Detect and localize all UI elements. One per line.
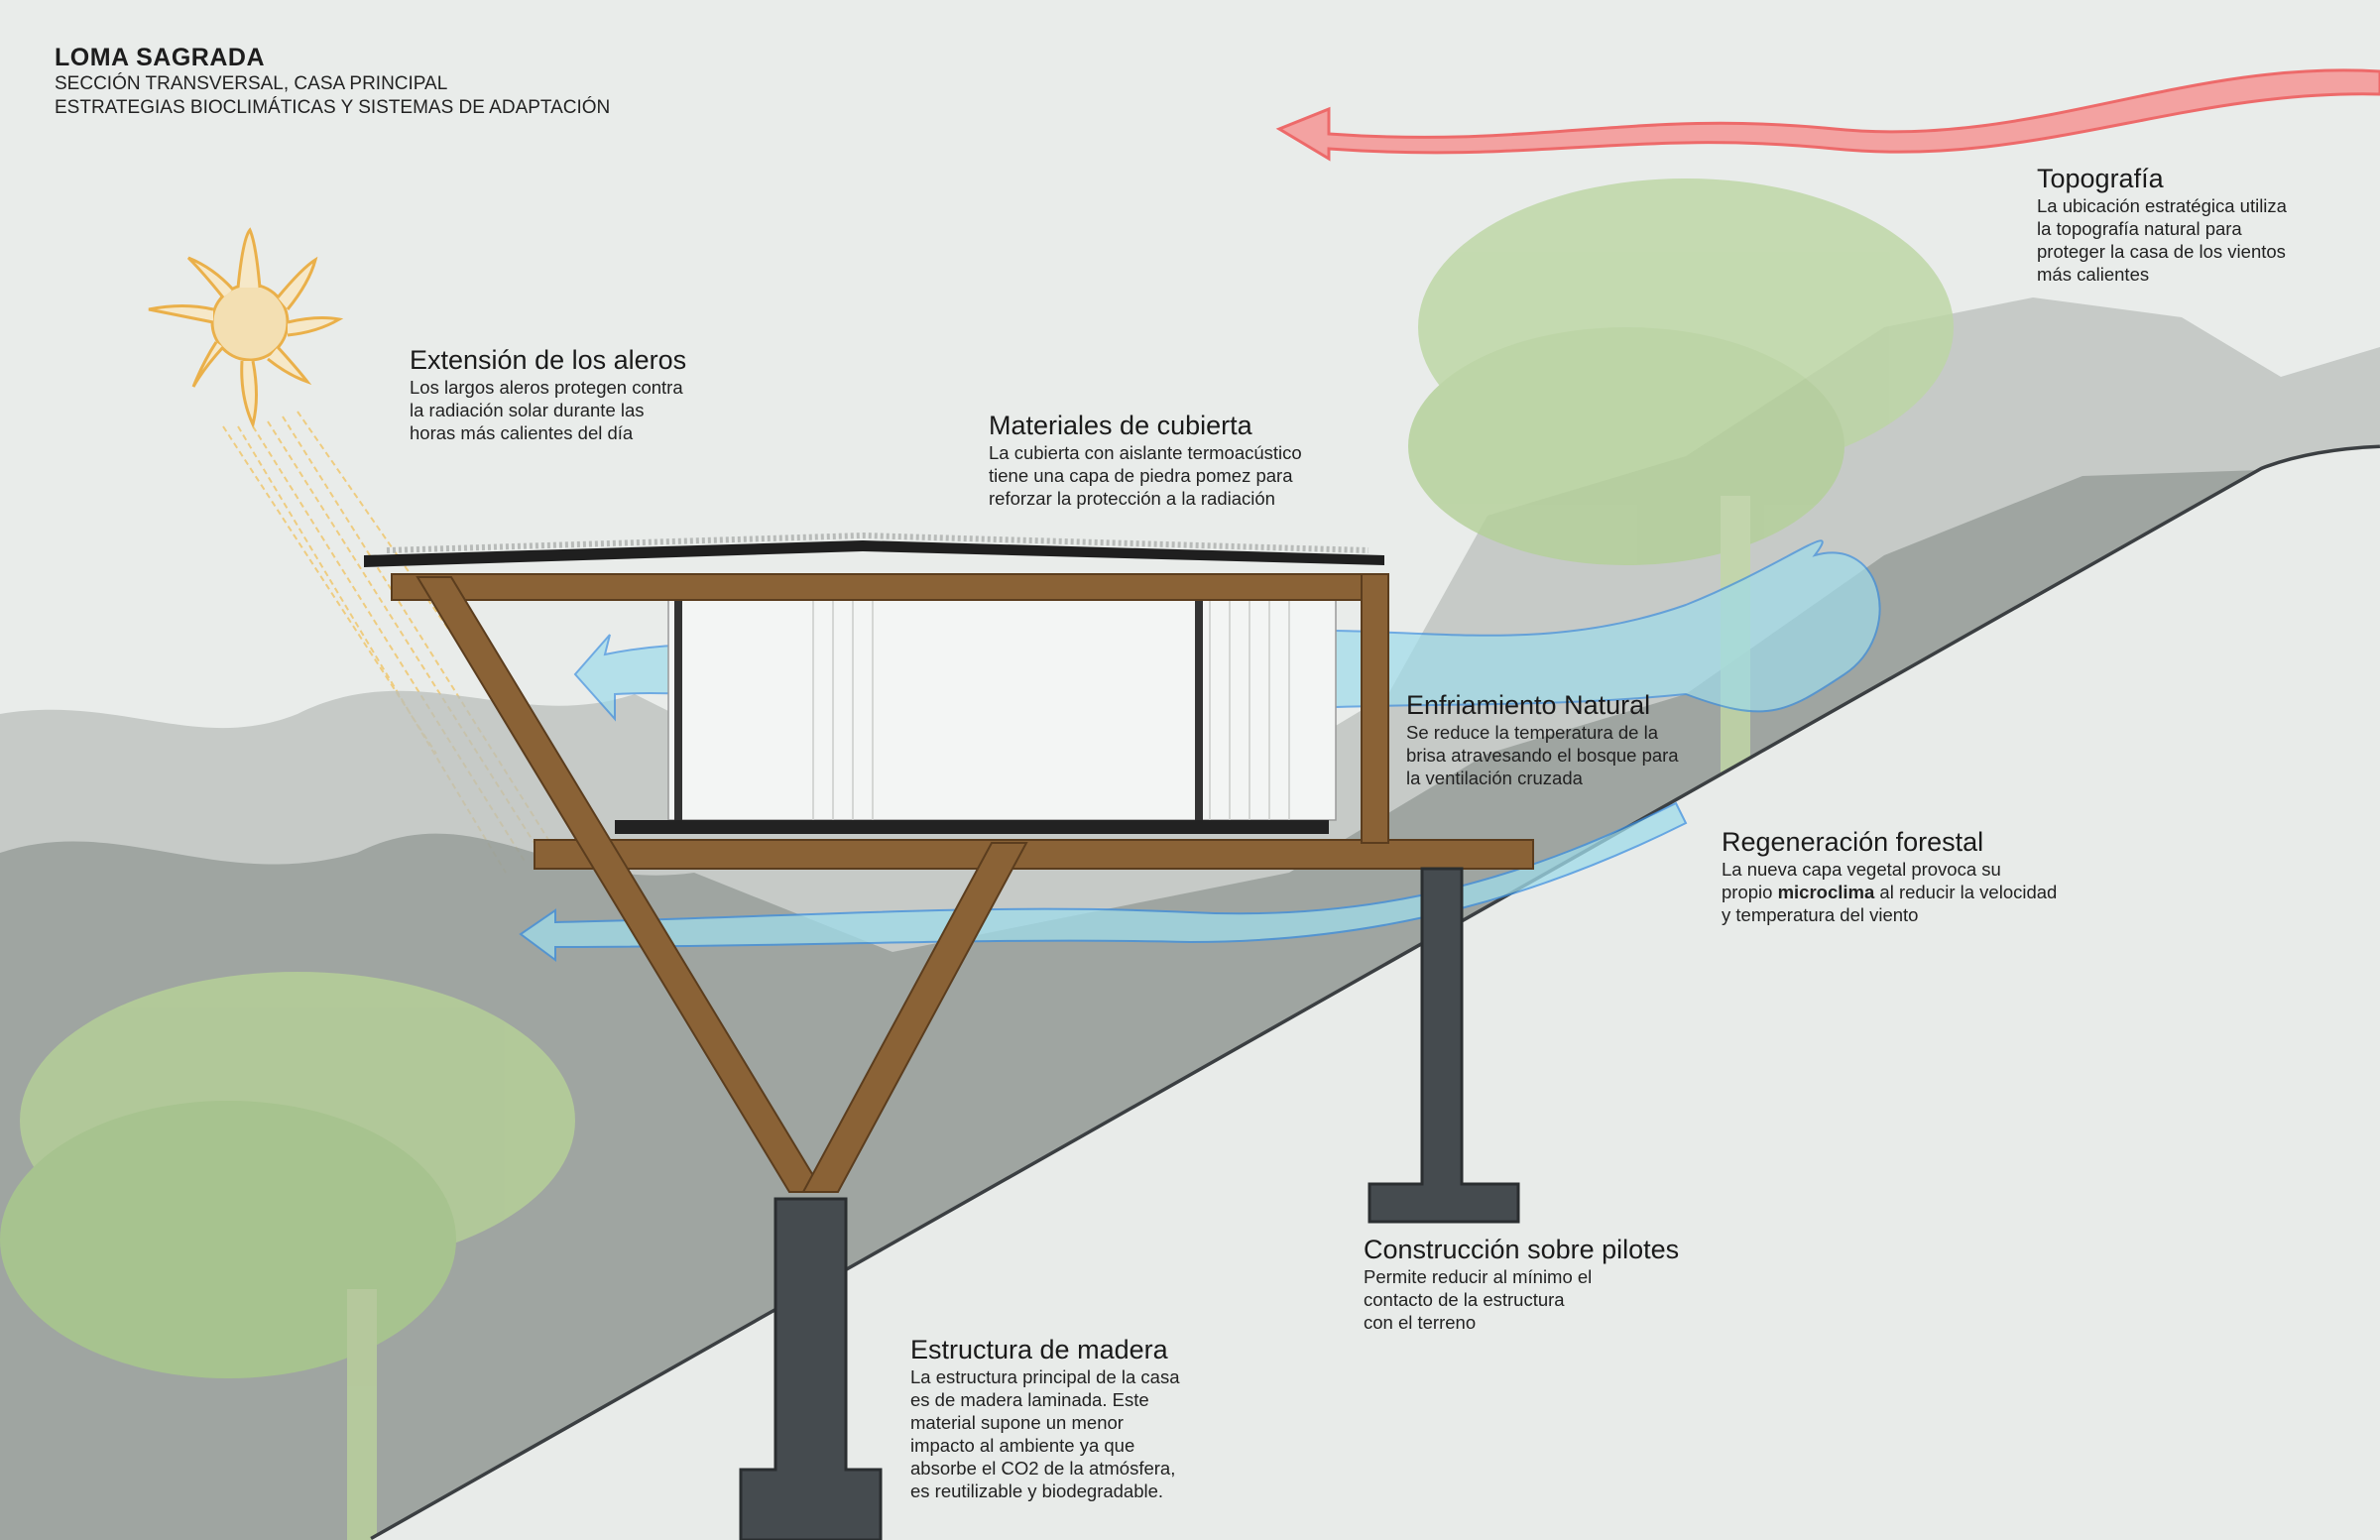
annotation-line: contacto de la estructura bbox=[1364, 1289, 1565, 1310]
annotation-line: Se reduce la temperatura de la bbox=[1406, 722, 1659, 743]
annotation-line: con el terreno bbox=[1364, 1312, 1477, 1333]
text: al reducir la velocidad bbox=[1874, 882, 2058, 902]
annotation-cubierta: Materiales de cubierta La cubierta con a… bbox=[989, 410, 1302, 510]
annotation-line: La cubierta con aislante termoacústico bbox=[989, 442, 1302, 463]
annotation-line: La nueva capa vegetal provoca su bbox=[1722, 859, 2001, 880]
roof bbox=[364, 540, 1384, 567]
annotation-title: Enfriamiento Natural bbox=[1406, 690, 1651, 720]
annotation-line: material supone un menor bbox=[910, 1412, 1124, 1433]
annotation-line: es reutilizable y biodegradable. bbox=[910, 1481, 1164, 1501]
annotation-line: y temperatura del viento bbox=[1722, 904, 1919, 925]
annotation-line: horas más calientes del día bbox=[410, 422, 634, 443]
section-subtitle: SECCIÓN TRANSVERSAL, CASA PRINCIPAL bbox=[55, 73, 448, 94]
strategies-subtitle: ESTRATEGIAS BIOCLIMÁTICAS Y SISTEMAS DE … bbox=[55, 97, 611, 118]
annotation-topografia: Topografía La ubicación estratégica util… bbox=[2037, 163, 2287, 286]
annotation-line: impacto al ambiente ya que bbox=[910, 1435, 1135, 1456]
annotation-line: la ventilación cruzada bbox=[1406, 768, 1583, 788]
annotation-title: Estructura de madera bbox=[910, 1335, 1168, 1364]
annotation-title: Construcción sobre pilotes bbox=[1364, 1235, 1680, 1264]
annotation-line: reforzar la protección a la radiación bbox=[989, 488, 1275, 509]
emphasis-text: microclima bbox=[1777, 882, 1875, 902]
floor-deck bbox=[615, 820, 1329, 834]
annotation-line: absorbe el CO2 de la atmósfera, bbox=[910, 1458, 1176, 1479]
annotation-aleros: Extensión de los aleros Los largos alero… bbox=[410, 344, 686, 444]
annotation-line: Permite reducir al mínimo el bbox=[1364, 1266, 1593, 1287]
annotation-line: La estructura principal de la casa bbox=[910, 1366, 1180, 1387]
forest-midground bbox=[0, 470, 2262, 1540]
annotation-title: Topografía bbox=[2037, 164, 2164, 193]
annotation-line: la topografía natural para bbox=[2037, 218, 2242, 239]
hot-wind-arrow bbox=[1275, 68, 2380, 162]
annotation-line: brisa atravesando el bosque para bbox=[1406, 745, 1679, 766]
annotation-regeneracion: Regeneración forestal La nueva capa vege… bbox=[1722, 826, 2057, 926]
annotation-line: tiene una capa de piedra pomez para bbox=[989, 465, 1293, 486]
annotation-title: Regeneración forestal bbox=[1722, 827, 1984, 857]
concrete-piles bbox=[739, 867, 1520, 1540]
project-title: LOMA SAGRADA bbox=[55, 44, 266, 71]
sun-icon bbox=[148, 227, 344, 429]
annotation-line: más calientes bbox=[2037, 264, 2150, 285]
annotation-line: Los largos aleros protegen contra bbox=[410, 377, 683, 398]
cool-wind-arrow-lower bbox=[519, 801, 1688, 962]
annotation-madera: Estructura de madera La estructura princ… bbox=[910, 1334, 1179, 1502]
annotation-line: La ubicación estratégica utiliza bbox=[2037, 195, 2287, 216]
annotation-title: Materiales de cubierta bbox=[989, 411, 1252, 440]
annotation-title: Extensión de los aleros bbox=[410, 345, 687, 375]
annotation-line: propio microclima al reducir la velocida… bbox=[1722, 881, 2057, 903]
annotation-pilotes: Construcción sobre pilotes Permite reduc… bbox=[1364, 1234, 1679, 1334]
annotation-line: la radiación solar durante las bbox=[410, 400, 645, 420]
annotation-enfriamiento: Enfriamiento Natural Se reduce la temper… bbox=[1406, 689, 1679, 789]
annotation-line: es de madera laminada. Este bbox=[910, 1389, 1149, 1410]
tree-left bbox=[0, 972, 575, 1540]
annotation-line: proteger la casa de los vientos bbox=[2037, 241, 2286, 262]
house-interior bbox=[667, 599, 1337, 821]
text: propio bbox=[1722, 882, 1778, 902]
timber-structure bbox=[391, 573, 1534, 1193]
